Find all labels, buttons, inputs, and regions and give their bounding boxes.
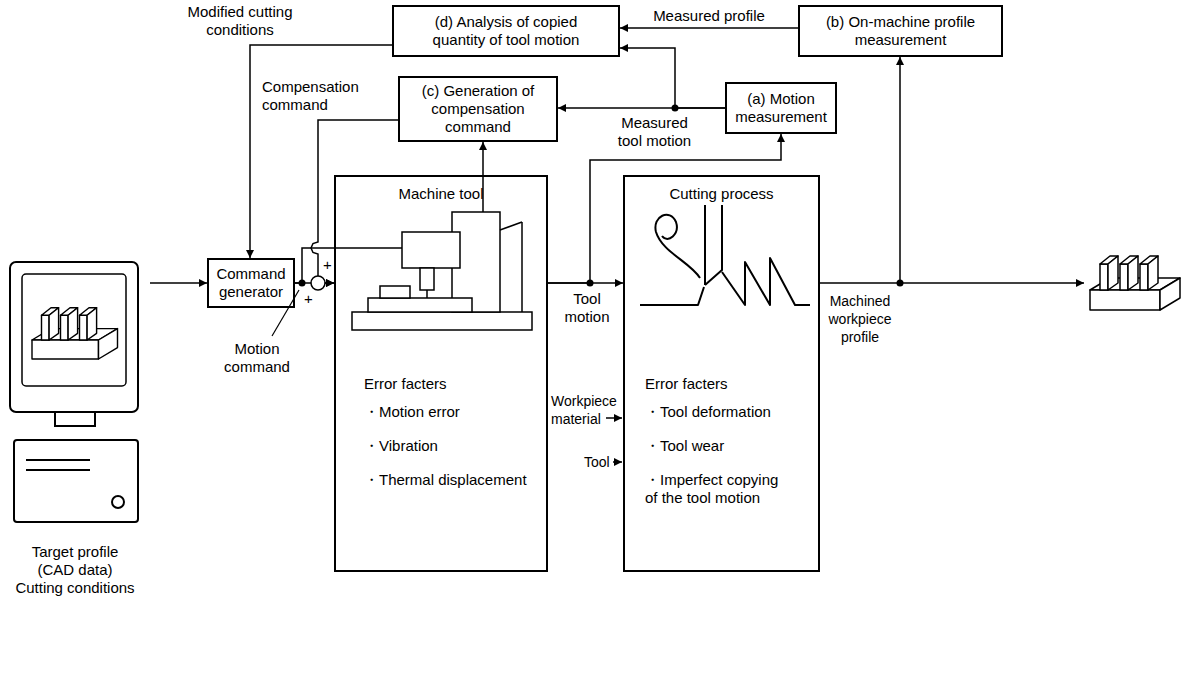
box-text: (a) Motion measurement bbox=[733, 90, 829, 126]
signal-label: Workpiece material bbox=[551, 392, 623, 428]
computer-node: Target profile (CAD data) Cutting condit… bbox=[0, 258, 150, 598]
sign-label: + bbox=[323, 256, 332, 274]
flow-arrow bbox=[820, 57, 900, 283]
box-text: ・Imperfect copying of the tool motion bbox=[645, 471, 785, 507]
box-text: ・Thermal displacement bbox=[364, 471, 544, 489]
flow-arrow bbox=[250, 45, 392, 258]
computer-icon bbox=[10, 262, 138, 522]
signal-label: Modified cutting conditions bbox=[175, 3, 305, 39]
flow-arrow bbox=[311, 120, 398, 283]
box-heading: Cutting process bbox=[625, 185, 818, 203]
cutting-sketch bbox=[640, 205, 810, 305]
signal-label: Machined workpiece profile bbox=[824, 292, 896, 346]
workpiece-output-icon bbox=[1090, 256, 1180, 310]
flow-arrow bbox=[620, 27, 798, 29]
box-text: Command generator bbox=[215, 265, 287, 301]
signal-label: Motion command bbox=[212, 340, 302, 376]
flow-arrow bbox=[548, 134, 781, 283]
process-box: Command generator bbox=[207, 258, 295, 308]
box-text: (b) On-machine profile measurement bbox=[821, 13, 981, 49]
tool-input-arrow bbox=[613, 461, 622, 463]
sign-label: Tool bbox=[584, 453, 610, 471]
signal-label: Measured tool motion bbox=[612, 114, 697, 150]
box-text: (c) Generation of compensation command bbox=[408, 82, 548, 136]
process-box: (a) Motion measurement bbox=[725, 82, 837, 134]
edge-label: Measured profile bbox=[651, 7, 767, 25]
flow-arrow bbox=[620, 48, 725, 108]
machine-tool-box: Machine toolError facters ・Motion error ・V… bbox=[334, 175, 548, 572]
output-arrow bbox=[900, 282, 1084, 284]
process-box: (b) On-machine profile measurement bbox=[798, 5, 1003, 57]
box-text: ・Vibration bbox=[364, 437, 544, 455]
box-text: Target profile (CAD data) Cutting condit… bbox=[13, 543, 137, 597]
summing-junction bbox=[311, 276, 325, 290]
signal-label: Tool motion bbox=[555, 290, 619, 326]
box-text: Error facters bbox=[645, 375, 815, 393]
process-box: (d) Analysis of copied quantity of tool … bbox=[392, 5, 620, 57]
box-text: (d) Analysis of copied quantity of tool … bbox=[421, 13, 591, 49]
workpiece-input-arrow bbox=[606, 417, 622, 419]
signal-label: Compensation command bbox=[262, 78, 382, 114]
sign-label: + bbox=[304, 290, 313, 308]
process-box: (c) Generation of compensation command bbox=[398, 76, 558, 142]
box-text: ・Motion error bbox=[364, 403, 544, 421]
box-text: Error facters bbox=[364, 375, 544, 393]
box-heading: Machine tool bbox=[336, 185, 546, 203]
machine-tool-sketch bbox=[352, 212, 532, 330]
junctions bbox=[299, 105, 904, 287]
cutting-process-box: Cutting processError facters ・Tool deform… bbox=[623, 175, 820, 572]
flow-arrow bbox=[150, 282, 207, 284]
box-text: ・Tool wear bbox=[645, 437, 815, 455]
box-text: ・Tool deformation bbox=[645, 403, 815, 421]
